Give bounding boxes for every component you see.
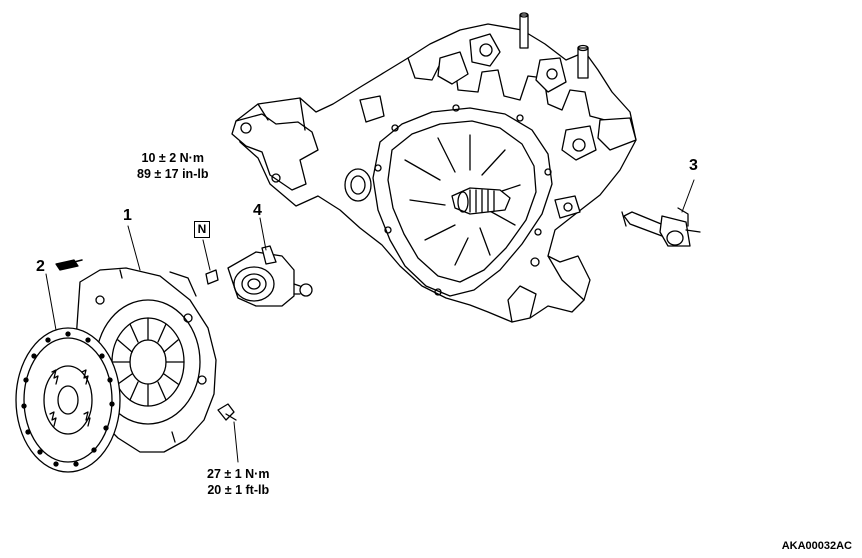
torque-metric: 10 ± 2 N·m xyxy=(141,151,204,165)
input-shaft xyxy=(451,187,511,215)
clutch-cover-bolt xyxy=(217,403,239,463)
torque-imperial: 20 ± 1 ft-lb xyxy=(207,483,270,497)
callout-3: 3 xyxy=(689,157,698,174)
part-4-release-bearing xyxy=(227,217,313,307)
torque-metric: 27 ± 1 N·m xyxy=(207,467,270,481)
n-badge: N xyxy=(194,221,210,238)
callout-2: 2 xyxy=(36,258,45,275)
figure-id: AKA00032AC xyxy=(781,540,852,552)
torque-spec-cover-bolt: 27 ± 1 N·m 20 ± 1 ft-lb xyxy=(207,466,269,498)
callout-4: 4 xyxy=(253,202,262,219)
part-3-fitting xyxy=(621,179,701,247)
torque-imperial: 89 ± 17 in-lb xyxy=(137,167,209,181)
transaxle-housing xyxy=(231,12,637,323)
grease-symbol-icon xyxy=(55,259,83,271)
part-2-clutch-disc xyxy=(15,273,121,473)
callout-1: 1 xyxy=(123,207,132,224)
torque-spec-bearing-bolt: 10 ± 2 N·m 89 ± 17 in-lb xyxy=(137,150,208,182)
bearing-bolt xyxy=(202,239,219,285)
